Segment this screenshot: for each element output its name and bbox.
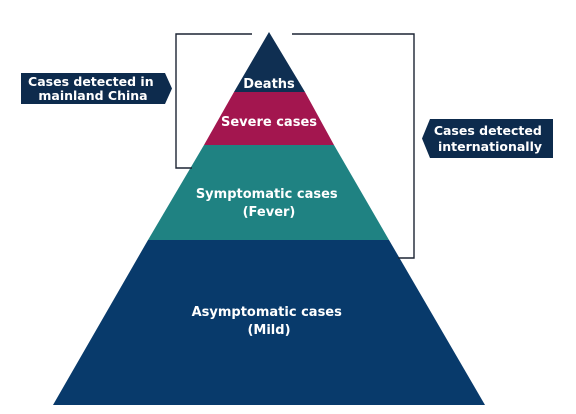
pyramid	[53, 32, 485, 405]
tier-deaths-label: Deaths	[243, 77, 295, 92]
tier-asymptomatic-label-line-1: Asymptomatic cases	[192, 305, 343, 320]
tier-deaths	[234, 32, 305, 92]
tier-symptomatic-label-line-2: (Fever)	[243, 205, 296, 220]
tier-deaths-label-line-1: Deaths	[243, 77, 295, 92]
tier-asymptomatic-cases	[53, 240, 485, 405]
tier-asymptomatic-label: Asymptomatic cases (Mild)	[192, 305, 347, 338]
international-callout-line-1: Cases detected	[434, 123, 542, 138]
mainland-callout-line-2: mainland China	[38, 88, 147, 103]
tier-severe-label-line-1: Severe cases	[221, 115, 317, 130]
mainland-callout: Cases detected in mainland China	[21, 73, 172, 104]
tier-symptomatic-label: Symptomatic cases (Fever)	[196, 187, 342, 220]
international-callout-line-2: internationally	[438, 139, 542, 154]
international-callout-text: Cases detected internationally	[434, 123, 546, 154]
tier-asymptomatic-label-line-2: (Mild)	[247, 323, 290, 338]
international-bracket	[292, 33, 415, 259]
tier-symptomatic-label-line-1: Symptomatic cases	[196, 187, 338, 202]
tier-severe-label: Severe cases	[221, 115, 317, 130]
tier-severe-cases	[204, 92, 334, 145]
mainland-callout-text: Cases detected in mainland China	[28, 74, 158, 103]
international-callout: Cases detected internationally	[422, 119, 553, 158]
mainland-callout-line-1: Cases detected in	[28, 74, 154, 89]
mainland-bracket	[175, 33, 252, 169]
mainland-callout-box	[21, 73, 172, 104]
international-callout-box	[422, 119, 553, 158]
tier-symptomatic-cases	[148, 145, 389, 240]
